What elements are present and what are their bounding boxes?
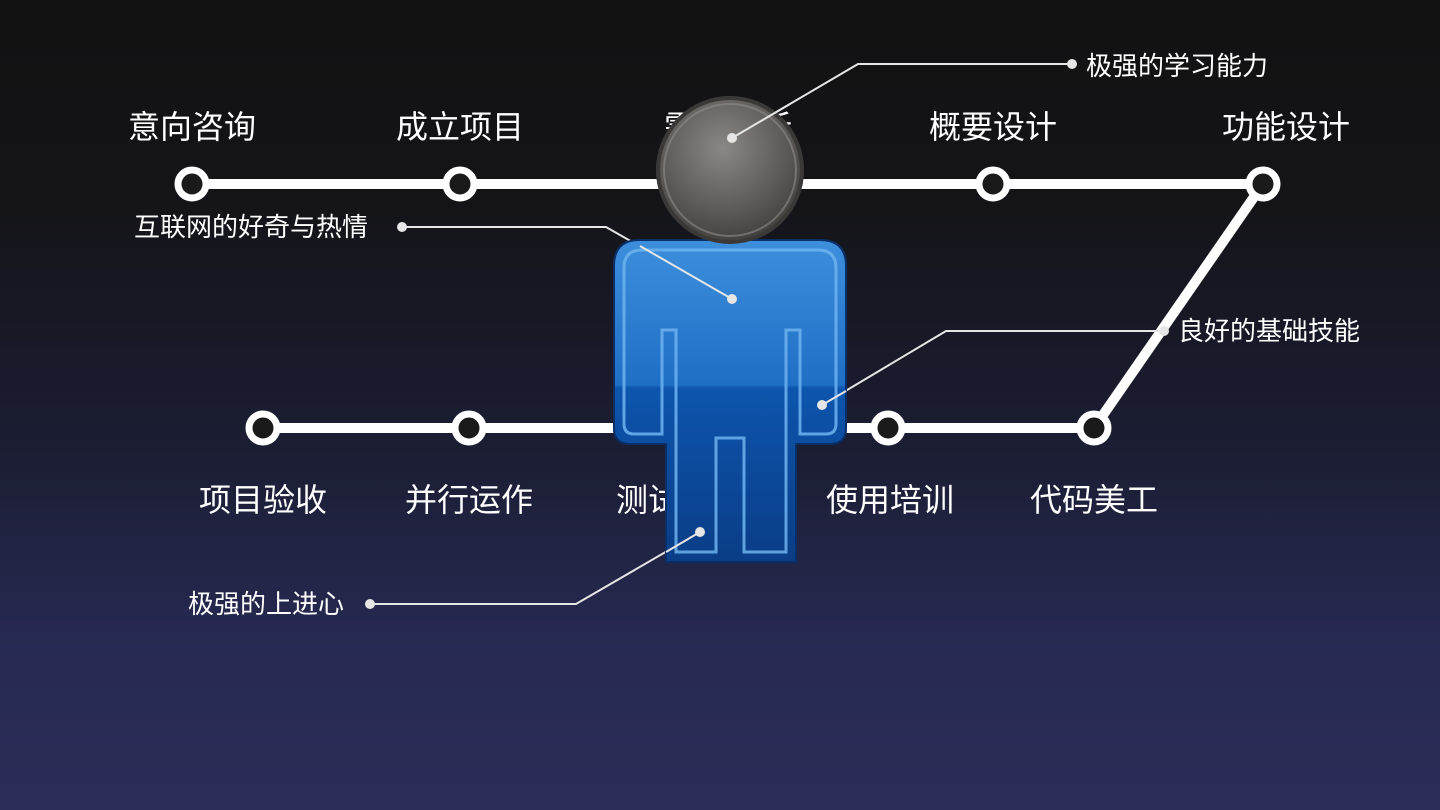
node-training xyxy=(874,414,902,442)
callout-dot-skills-start xyxy=(817,400,827,410)
callout-dot-curiosity-start xyxy=(397,222,407,232)
callout-label-motivation: 极强的上进心 xyxy=(188,588,344,622)
stage-label-training: 使用培训 xyxy=(826,480,954,520)
callout-label-curiosity: 互联网的好奇与热情 xyxy=(134,211,368,245)
callout-dot-learning-end xyxy=(1067,59,1077,69)
connector-line xyxy=(1094,184,1263,428)
callout-dot-motivation-end xyxy=(695,527,705,537)
callout-dot-curiosity-end xyxy=(727,294,737,304)
stage-label-outline: 概要设计 xyxy=(929,107,1057,147)
stage-label-analysis: 需求分析 xyxy=(664,107,792,147)
node-coding xyxy=(1080,414,1108,442)
stage-label-consult: 意向咨询 xyxy=(128,107,256,147)
stage-label-acceptance: 项目验收 xyxy=(199,480,327,520)
stage-label-parallel: 并行运作 xyxy=(405,480,533,520)
stage-label-function: 功能设计 xyxy=(1222,107,1350,147)
callout-dot-motivation-start xyxy=(365,599,375,609)
stage-label-setup: 成立项目 xyxy=(396,107,524,147)
node-setup xyxy=(446,170,474,198)
callout-label-learning: 极强的学习能力 xyxy=(1086,50,1268,84)
node-acceptance xyxy=(249,414,277,442)
stage-label-testing: 测试调试 xyxy=(616,480,744,520)
callout-label-skills: 良好的基础技能 xyxy=(1178,315,1360,349)
node-consult xyxy=(178,170,206,198)
stage-label-coding: 代码美工 xyxy=(1030,480,1158,520)
node-parallel xyxy=(455,414,483,442)
callout-line-motivation xyxy=(370,532,700,604)
node-function xyxy=(1249,170,1277,198)
node-outline xyxy=(979,170,1007,198)
callout-dot-skills-end xyxy=(1159,326,1169,336)
